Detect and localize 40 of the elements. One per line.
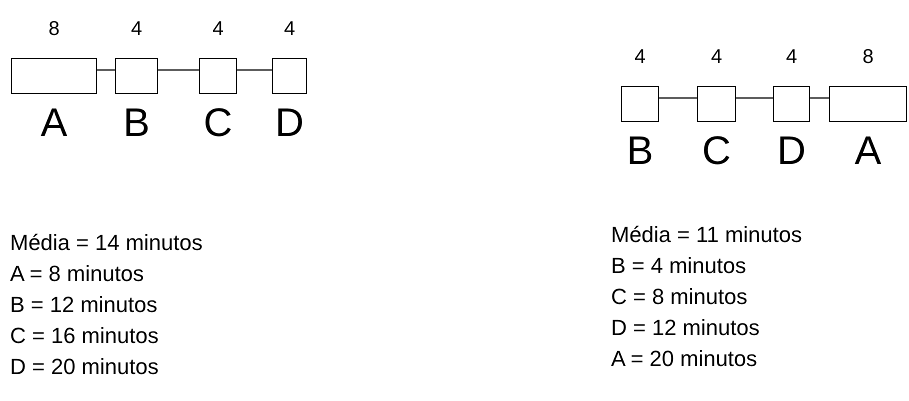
step-letter: B	[122, 102, 151, 144]
rectangle-box	[773, 86, 810, 122]
rectangle-box	[272, 58, 307, 94]
step-letter: C	[701, 130, 732, 172]
connector-line	[237, 69, 272, 71]
step-letter: D	[274, 102, 305, 144]
duration-number: 4	[633, 46, 647, 68]
step-letter: D	[776, 130, 807, 172]
result-text: B = 4 minutos	[611, 253, 746, 279]
result-text: Média = 11 minutos	[611, 222, 802, 248]
connector-line	[659, 97, 697, 99]
result-text: C = 8 minutos	[611, 284, 748, 310]
step-letter: B	[626, 130, 654, 172]
duration-number: 8	[861, 46, 875, 68]
rectangle-box	[11, 58, 97, 94]
duration-number: 4	[282, 18, 296, 40]
result-text: A = 8 minutos	[10, 261, 144, 287]
connector-line	[810, 97, 829, 99]
result-text: D = 12 minutos	[611, 315, 760, 341]
rectangle-box	[621, 86, 659, 122]
duration-number: 4	[130, 18, 144, 40]
result-text: A = 20 minutos	[611, 346, 758, 372]
rectangle-box	[199, 58, 237, 94]
connector-line	[158, 69, 199, 71]
result-text: Média = 14 minutos	[10, 230, 203, 256]
result-text: B = 12 minutos	[10, 292, 158, 318]
duration-number: 4	[211, 18, 225, 40]
duration-number: 8	[47, 18, 61, 40]
step-letter: A	[854, 130, 882, 172]
rectangle-box	[697, 86, 736, 122]
connector-line	[736, 97, 773, 99]
duration-number: 4	[784, 46, 798, 68]
step-letter: C	[202, 102, 234, 144]
rectangle-box	[829, 86, 907, 122]
connector-line	[97, 69, 115, 71]
duration-number: 4	[710, 46, 724, 68]
result-text: C = 16 minutos	[10, 323, 159, 349]
step-letter: A	[40, 102, 68, 144]
rectangle-box	[115, 58, 158, 94]
result-text: D = 20 minutos	[10, 354, 159, 380]
